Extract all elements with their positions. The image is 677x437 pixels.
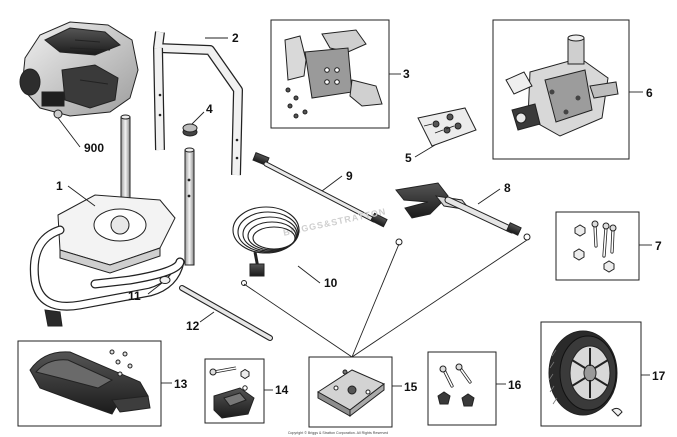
bracket-part	[417, 107, 477, 147]
hose-part: BRIGGS&STRATTON	[232, 206, 387, 286]
hardware-bolts-part	[573, 220, 617, 273]
control-panel-part	[284, 29, 383, 119]
callout-16: 16	[508, 378, 522, 392]
frame-base-part	[29, 114, 195, 327]
callout-15: 15	[404, 380, 418, 394]
spray-gun-part	[395, 182, 531, 241]
callout-4: 4	[206, 102, 213, 116]
callout-5: 5	[405, 151, 412, 165]
callout-14: 14	[275, 383, 289, 397]
callout-10: 10	[324, 276, 338, 290]
callout-12: 12	[186, 319, 200, 333]
callout-6: 6	[646, 86, 653, 100]
wheel-part	[548, 330, 623, 417]
lance-part	[252, 152, 403, 246]
callout-2: 2	[232, 31, 239, 45]
callout-3: 3	[403, 67, 410, 81]
leader-lines-15	[243, 239, 528, 358]
callout-13: 13	[174, 377, 188, 391]
pump-part	[505, 34, 619, 137]
cover-part	[29, 349, 151, 415]
callout-7: 7	[655, 239, 662, 253]
foot-part	[209, 366, 255, 419]
clip-part	[159, 276, 171, 284]
copyright-text: Copyright © Briggs & Stratton Corporatio…	[288, 431, 388, 435]
callout-9: 9	[346, 169, 353, 183]
axle-part	[179, 285, 273, 341]
callout-17: 17	[652, 369, 666, 383]
callout-11: 11	[128, 289, 141, 303]
handle-part	[153, 31, 243, 176]
bolt-knob-part	[437, 363, 475, 407]
bracket-plate-part	[317, 369, 385, 418]
cap-part	[182, 123, 198, 137]
callout-1: 1	[56, 179, 63, 193]
part-box-16	[427, 351, 497, 426]
callout-8: 8	[504, 181, 511, 195]
engine-part	[19, 21, 139, 119]
callout-900: 900	[84, 141, 104, 155]
